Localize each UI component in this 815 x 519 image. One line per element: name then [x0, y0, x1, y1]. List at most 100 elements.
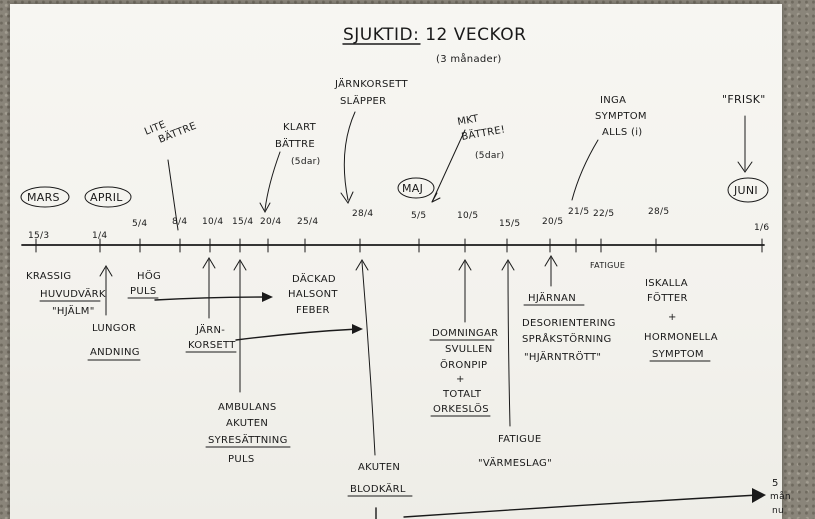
tick-label: 15/4: [232, 217, 253, 227]
tick-label: 5/4: [132, 219, 147, 229]
svg-text:SYMPTOM: SYMPTOM: [595, 111, 647, 122]
svg-text:KLART: KLART: [283, 122, 317, 133]
svg-text:DOMNINGAR: DOMNINGAR: [432, 328, 498, 339]
tick-label: 20/4: [260, 217, 281, 227]
svg-text:"HJÄLM": "HJÄLM": [52, 304, 95, 317]
tick-label: 25/4: [297, 217, 318, 227]
svg-text:LUNGOR: LUNGOR: [92, 323, 136, 334]
note-dackad: DÄCKAD HALSONT FEBER: [288, 272, 338, 316]
note-jarnkorsett: JÄRN- KORSETT: [185, 257, 363, 353]
svg-text:AKUTEN: AKUTEN: [226, 418, 268, 429]
tick-label: 15/5: [499, 219, 520, 229]
svg-text:HUVUDVÄRK: HUVUDVÄRK: [40, 287, 106, 300]
month-april: APRIL: [84, 186, 132, 208]
svg-text:APRIL: APRIL: [90, 191, 123, 204]
svg-text:HORMONELLA: HORMONELLA: [644, 332, 718, 343]
svg-text:AKUTEN: AKUTEN: [358, 462, 400, 473]
tick-label: 10/5: [457, 211, 478, 221]
arrowhead-icon: [352, 324, 363, 334]
note-jarnkorsett-slapper: JÄRNKORSETT SLÄPPER: [334, 77, 408, 205]
svg-text:BLODKÄRL: BLODKÄRL: [350, 482, 406, 495]
arrowhead-icon: [262, 292, 273, 302]
tick-label: 1/6: [754, 223, 769, 233]
note-krassig: KRASSIG: [26, 271, 71, 282]
svg-text:ISKALLA: ISKALLA: [645, 278, 688, 289]
tick-label: 8/4: [172, 217, 187, 227]
month-mars: MARS: [20, 186, 70, 208]
diagram-subtitle: (3 månader): [436, 52, 502, 65]
svg-text:ALLS (i): ALLS (i): [602, 127, 643, 138]
note-lungor: LUNGOR ANDNING: [87, 265, 141, 361]
tick-label: 21/5: [568, 207, 589, 217]
tick-label: 28/4: [352, 209, 373, 219]
svg-text:SLÄPPER: SLÄPPER: [340, 94, 386, 107]
svg-text:DESORIENTERING: DESORIENTERING: [522, 318, 616, 329]
svg-text:nu: nu: [772, 506, 784, 516]
svg-text:ANDNING: ANDNING: [90, 347, 140, 358]
svg-text:SPRÅKSTÖRNING: SPRÅKSTÖRNING: [522, 332, 612, 345]
tick-label: 15/3: [28, 231, 49, 241]
svg-text:SYRESÄTTNING: SYRESÄTTNING: [208, 433, 288, 446]
note-hjarnan: HJÄRNAN: [523, 255, 585, 306]
note-frisk: "FRISK": [722, 93, 766, 173]
svg-text:"VÄRMESLAG": "VÄRMESLAG": [478, 456, 552, 469]
svg-text:MKT: MKT: [457, 113, 481, 128]
svg-text:KRASSIG: KRASSIG: [26, 271, 71, 282]
svg-text:MARS: MARS: [27, 191, 60, 204]
svg-text:KORSETT: KORSETT: [188, 340, 236, 351]
svg-text:FÖTTER: FÖTTER: [647, 291, 688, 304]
note-fatigue-short: FATIGUE: [590, 261, 625, 270]
note-fatigue-varmeslag: FATIGUE "VÄRMESLAG": [478, 259, 552, 469]
svg-text:INGA: INGA: [600, 95, 626, 106]
note-iskalla: ISKALLA FÖTTER + HORMONELLA SYMPTOM: [644, 278, 718, 362]
note-lite-battre: LITE BÄTTRE: [143, 119, 198, 231]
tick-label: 22/5: [593, 209, 614, 219]
note-akuten: AKUTEN BLODKÄRL: [347, 259, 413, 497]
svg-text:HÖG: HÖG: [137, 269, 161, 282]
svg-text:SVULLEN: SVULLEN: [445, 344, 493, 355]
svg-text:FATIGUE: FATIGUE: [498, 434, 541, 445]
svg-text:JUNI: JUNI: [733, 184, 758, 197]
note-mkt-battre: MKT BÄTTRE! (5dar): [431, 113, 506, 203]
note-now-arrow: 5 mån nu: [375, 478, 791, 519]
svg-text:JÄRN-: JÄRN-: [195, 323, 225, 336]
note-inga-symptom: INGA SYMPTOM ALLS (i): [571, 95, 647, 201]
svg-text:MAJ: MAJ: [402, 182, 423, 195]
note-domningar: DOMNINGAR SVULLEN ÖRONPIP + TOTALT ORKES…: [429, 259, 498, 417]
svg-text:ORKESLÖS: ORKESLÖS: [433, 402, 489, 415]
svg-text:"FRISK": "FRISK": [722, 93, 766, 106]
month-maj: MAJ: [397, 177, 435, 199]
svg-text:FATIGUE: FATIGUE: [590, 261, 625, 270]
paper-sheet: [10, 4, 782, 519]
note-klart-battre: KLART BÄTTRE (5dar): [259, 122, 320, 214]
note-desorientering: DESORIENTERING SPRÅKSTÖRNING "HJÄRNTRÖTT…: [522, 318, 616, 363]
svg-text:+: +: [668, 312, 677, 323]
note-huvudvark: HUVUDVÄRK "HJÄLM": [39, 287, 106, 317]
arrowhead-icon: [752, 488, 766, 503]
note-hog-puls: HÖG PULS: [127, 269, 273, 302]
svg-text:TOTALT: TOTALT: [442, 389, 482, 400]
svg-text:(5dar): (5dar): [475, 151, 504, 161]
svg-text:+: +: [456, 374, 465, 385]
svg-text:AMBULANS: AMBULANS: [218, 402, 277, 413]
svg-text:"HJÄRNTRÖTT": "HJÄRNTRÖTT": [524, 350, 601, 363]
svg-text:HJÄRNAN: HJÄRNAN: [528, 291, 576, 304]
svg-text:FEBER: FEBER: [296, 305, 330, 316]
svg-text:(5dar): (5dar): [291, 157, 320, 167]
svg-text:PULS: PULS: [130, 286, 156, 297]
diagram-title: SJUKTID: 12 VECKOR: [343, 25, 526, 45]
svg-text:BÄTTRE: BÄTTRE: [275, 137, 315, 150]
tick-label: 28/5: [648, 207, 669, 217]
svg-text:HALSONT: HALSONT: [288, 289, 338, 300]
tick-label: 1/4: [92, 231, 107, 241]
svg-text:ÖRONPIP: ÖRONPIP: [440, 358, 487, 371]
note-ambulans: AMBULANS AKUTEN SYRESÄTTNING PULS: [205, 259, 291, 465]
svg-text:JÄRNKORSETT: JÄRNKORSETT: [334, 77, 408, 90]
svg-text:mån: mån: [770, 491, 791, 502]
tick-label: 10/4: [202, 217, 223, 227]
svg-text:SYMPTOM: SYMPTOM: [652, 349, 704, 360]
tick-label: 20/5: [542, 217, 563, 227]
svg-text:DÄCKAD: DÄCKAD: [292, 272, 336, 285]
